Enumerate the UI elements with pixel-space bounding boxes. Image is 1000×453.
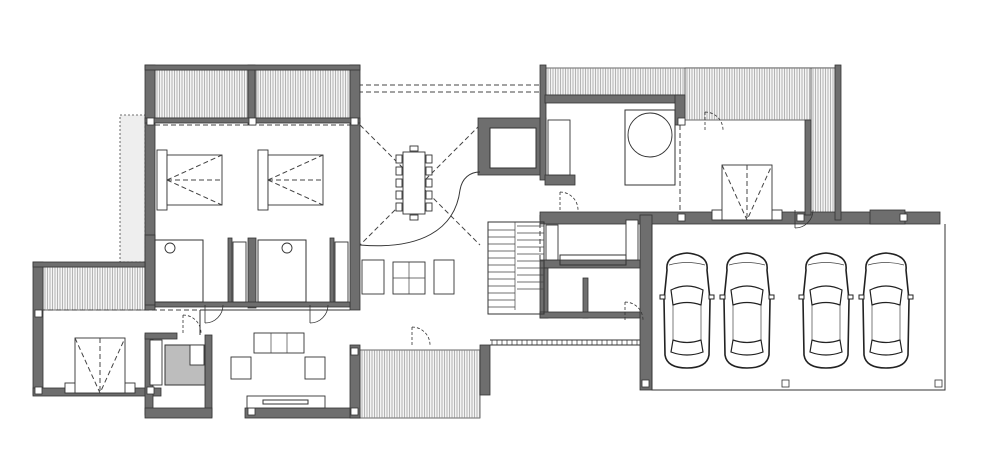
car-line xyxy=(867,262,905,340)
terrace xyxy=(154,69,249,119)
car-icon xyxy=(858,252,914,369)
chair xyxy=(425,190,433,200)
bathrooms xyxy=(149,109,676,386)
terrace-hatch xyxy=(156,70,248,118)
door-swing-icon xyxy=(704,111,724,131)
wardrobe xyxy=(334,241,349,303)
floor-edge xyxy=(199,309,350,335)
round-bath xyxy=(627,112,673,158)
door-swings xyxy=(182,111,814,346)
car-icon xyxy=(659,252,715,369)
car-mirror xyxy=(858,294,865,300)
terrace-hatch xyxy=(361,350,480,418)
car-mirror xyxy=(708,294,715,300)
lounge-furniture xyxy=(361,259,455,295)
car-icon xyxy=(719,252,775,369)
door-swing-icon xyxy=(559,191,579,211)
bed-cover xyxy=(267,154,324,206)
terrace xyxy=(359,349,481,419)
car-mirror xyxy=(847,294,854,300)
chair xyxy=(425,166,433,176)
door-swing-icon xyxy=(794,209,814,229)
chair xyxy=(395,202,403,212)
bed-cover xyxy=(721,164,773,222)
bed-cover xyxy=(74,337,126,395)
terrace-hatch xyxy=(812,68,834,213)
car-line xyxy=(807,262,845,340)
chair xyxy=(409,214,419,221)
car-mirror xyxy=(907,294,914,300)
chair xyxy=(395,154,403,164)
curved-wall xyxy=(359,171,481,247)
left-planter xyxy=(119,114,146,263)
chair xyxy=(395,166,403,176)
stair-icon xyxy=(487,221,545,315)
headboard xyxy=(156,149,168,211)
bed-cover xyxy=(166,154,223,206)
headboard xyxy=(257,149,269,211)
door-swing-icon xyxy=(204,304,224,324)
car-mirror xyxy=(768,294,775,300)
door-swing-icon xyxy=(309,304,329,324)
terrace xyxy=(684,67,836,121)
terrace-hatch xyxy=(257,70,349,118)
garage xyxy=(651,224,946,391)
railing-posts xyxy=(491,340,638,345)
chair xyxy=(425,178,433,188)
chair xyxy=(425,202,433,212)
wardrobe xyxy=(149,339,163,386)
car-body xyxy=(802,252,850,369)
columns xyxy=(34,117,943,416)
stair-tread xyxy=(488,222,516,310)
car-mirror xyxy=(719,294,726,300)
toilet-icon xyxy=(281,242,293,254)
chair xyxy=(409,145,419,152)
car-body xyxy=(862,252,910,369)
door-swing-icon xyxy=(411,326,431,346)
sofa-icon xyxy=(230,332,326,409)
garage-railing xyxy=(490,339,640,346)
car-line xyxy=(668,262,706,340)
car-line xyxy=(728,262,766,340)
car-icon xyxy=(798,252,854,369)
car-body xyxy=(723,252,771,369)
door-swing-icon xyxy=(182,314,202,334)
chair xyxy=(395,178,403,188)
car-mirror xyxy=(659,294,666,300)
car-body xyxy=(663,252,711,369)
terrace-hatching xyxy=(42,67,837,419)
door-swing-icon xyxy=(624,301,644,321)
car-mirror xyxy=(798,294,805,300)
dining-table-icon xyxy=(395,145,433,221)
terrace-hatch xyxy=(44,267,143,310)
chair xyxy=(395,190,403,200)
chair xyxy=(425,154,433,164)
toilet-icon xyxy=(164,242,176,254)
railing-post xyxy=(491,340,638,345)
stair-tread xyxy=(517,225,544,290)
wardrobe xyxy=(232,241,247,303)
